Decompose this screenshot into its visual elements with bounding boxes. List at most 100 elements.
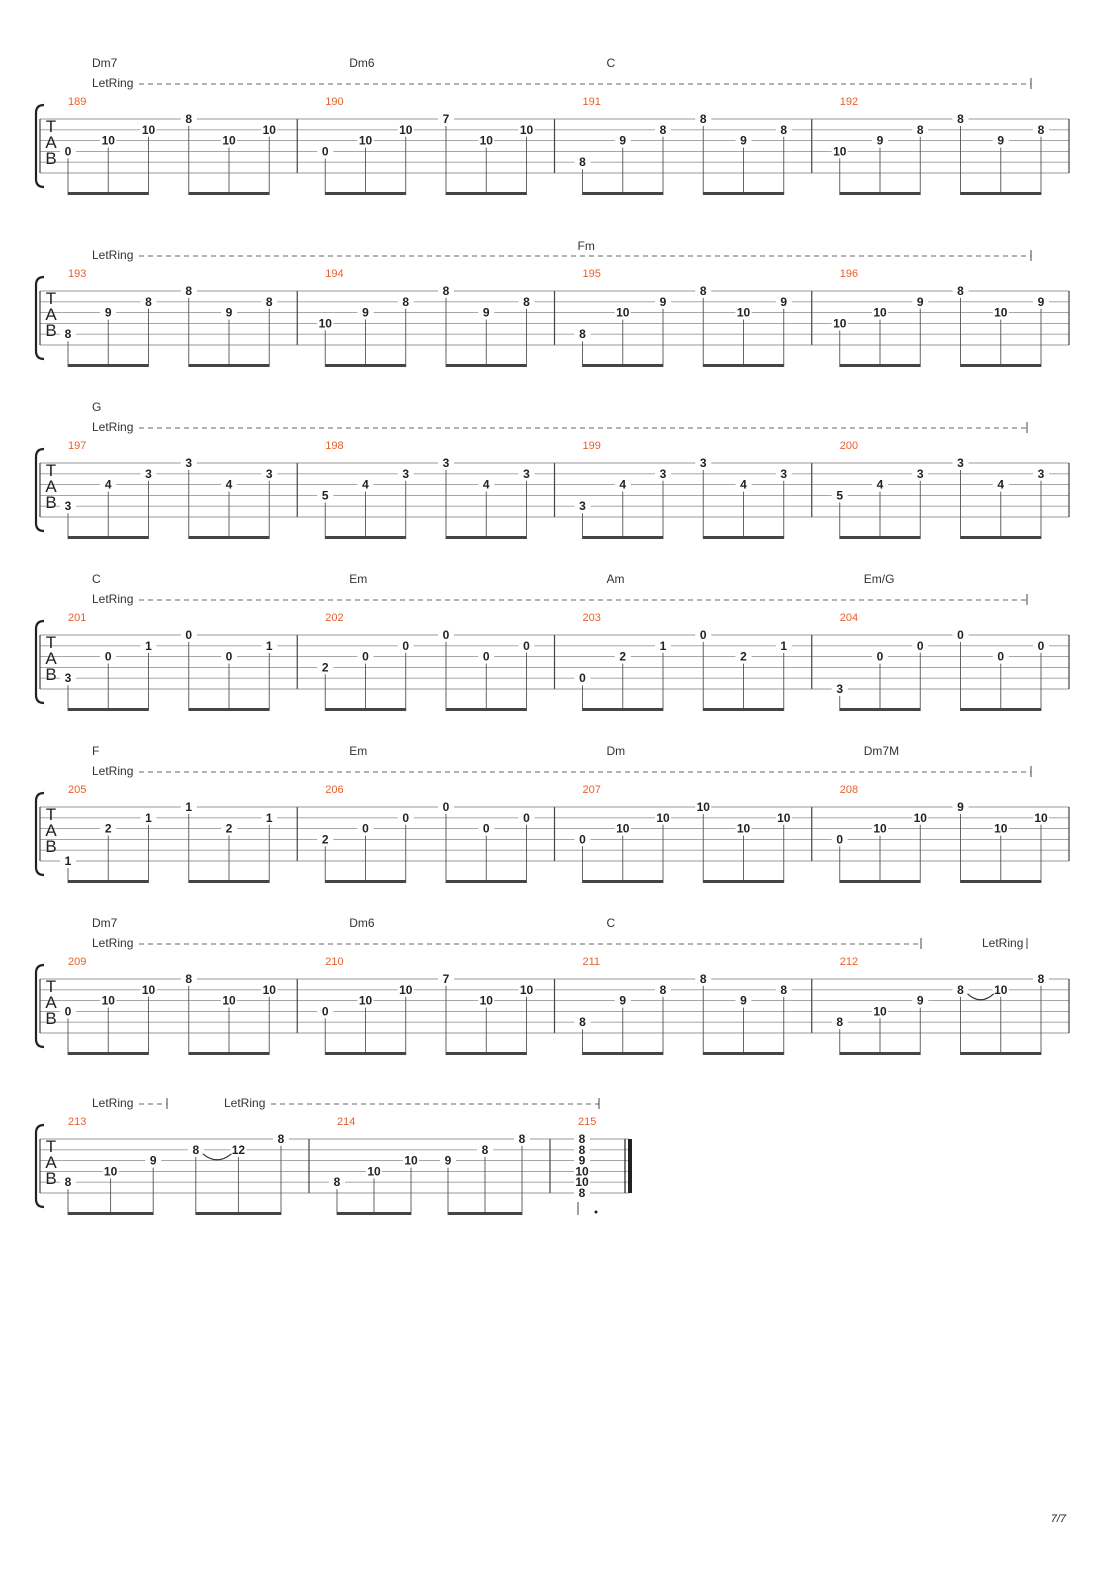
fret-mask [831, 833, 848, 845]
fret-number: 9 [997, 134, 1004, 148]
fret-mask [614, 650, 631, 662]
fret-number: 8 [523, 295, 530, 309]
fret-number: 9 [362, 306, 369, 320]
fret-number: 10 [480, 994, 494, 1008]
fret-number: 8 [334, 1175, 341, 1189]
measure-number: 202 [325, 612, 343, 624]
measure-number: 210 [325, 956, 343, 968]
note-beam [325, 708, 406, 711]
fret-number: 8 [1038, 972, 1045, 986]
fret-mask [317, 489, 334, 501]
note-beam [325, 880, 406, 883]
fret-number: 3 [145, 467, 152, 481]
fret-mask [514, 1133, 530, 1144]
note-beam [839, 708, 921, 711]
fret-number: 9 [917, 994, 924, 1008]
measure-number: 211 [583, 956, 601, 968]
fret-mask [1033, 973, 1049, 984]
fret-number: 8 [185, 284, 192, 298]
tab-clef-letter: A [45, 477, 57, 496]
fret-mask [180, 285, 197, 296]
fret-number: 5 [322, 488, 329, 502]
fret-mask [140, 811, 157, 823]
duration-dot [594, 1210, 598, 1214]
fret-mask [100, 478, 117, 490]
fret-mask [518, 811, 535, 823]
fret-mask [357, 822, 374, 834]
fret-number: 0 [185, 628, 192, 642]
measure-number: 198 [325, 440, 343, 452]
fret-mask [912, 994, 929, 1006]
fret-number: 10 [399, 123, 413, 137]
note-beam [195, 1212, 281, 1215]
fret-number: 8 [65, 327, 72, 341]
note-beam [582, 880, 663, 883]
tab-clef-letter: A [45, 993, 57, 1012]
fret-number: 10 [520, 983, 534, 997]
fret-number: 8 [192, 1143, 199, 1157]
measure-number: 203 [583, 612, 601, 624]
fret-number: 8 [579, 1015, 586, 1029]
note-beam [839, 880, 921, 883]
note-beam [68, 364, 149, 367]
fret-mask [655, 639, 671, 651]
tab-clef-letter: A [45, 133, 57, 152]
tab-clef-letter: B [45, 493, 56, 512]
fret-mask [357, 306, 374, 318]
fret-number: 8 [780, 983, 787, 997]
fret-mask [735, 650, 752, 662]
note-beam [68, 880, 149, 883]
fret-mask [775, 295, 792, 307]
fret-mask [695, 285, 712, 296]
fret-mask [438, 457, 454, 468]
fret-mask [992, 306, 1009, 318]
fret-mask [221, 478, 237, 490]
fret-mask [317, 1005, 334, 1017]
fret-number: 0 [402, 811, 409, 825]
note-beam [582, 192, 663, 195]
fret-number: 4 [740, 478, 747, 492]
page-number: 7/7 [1051, 1513, 1067, 1525]
fret-number: 10 [104, 1164, 118, 1178]
fret-number: 8 [579, 155, 586, 169]
fret-mask [438, 285, 454, 296]
fret-number: 0 [917, 639, 924, 653]
fret-mask [912, 467, 929, 479]
note-beam [960, 536, 1041, 539]
fret-number: 8 [579, 327, 586, 341]
note-beam [582, 708, 663, 711]
fret-number: 7 [443, 972, 450, 986]
fret-number: 9 [226, 306, 233, 320]
tab-clef-letter: B [45, 837, 56, 856]
fret-number: 10 [873, 1004, 887, 1018]
fret-number: 4 [362, 478, 369, 492]
fret-number: 4 [226, 478, 233, 492]
fret-number: 8 [1038, 123, 1045, 137]
measure-number: 193 [68, 268, 86, 280]
fret-mask [366, 1165, 382, 1177]
tab-system: TABLetRing201C301001202Em200000203Am0210… [34, 572, 1070, 711]
fret-number: 8 [700, 972, 707, 986]
fret-number: 0 [1038, 639, 1045, 653]
fret-number: 0 [997, 650, 1004, 664]
note-beam [446, 192, 527, 195]
tie-arc [967, 993, 995, 1001]
chord-name: C [607, 56, 616, 70]
fret-number: 1 [660, 639, 667, 653]
fret-number: 9 [1038, 295, 1045, 309]
fret-mask [100, 994, 117, 1006]
fret-mask [735, 822, 752, 834]
measure-number: 194 [325, 268, 343, 280]
fret-mask [952, 983, 969, 995]
fret-mask [60, 328, 76, 340]
fret-mask [695, 973, 712, 984]
fret-mask [831, 489, 848, 501]
fret-mask [872, 306, 888, 318]
fret-number: 10 [616, 822, 630, 836]
